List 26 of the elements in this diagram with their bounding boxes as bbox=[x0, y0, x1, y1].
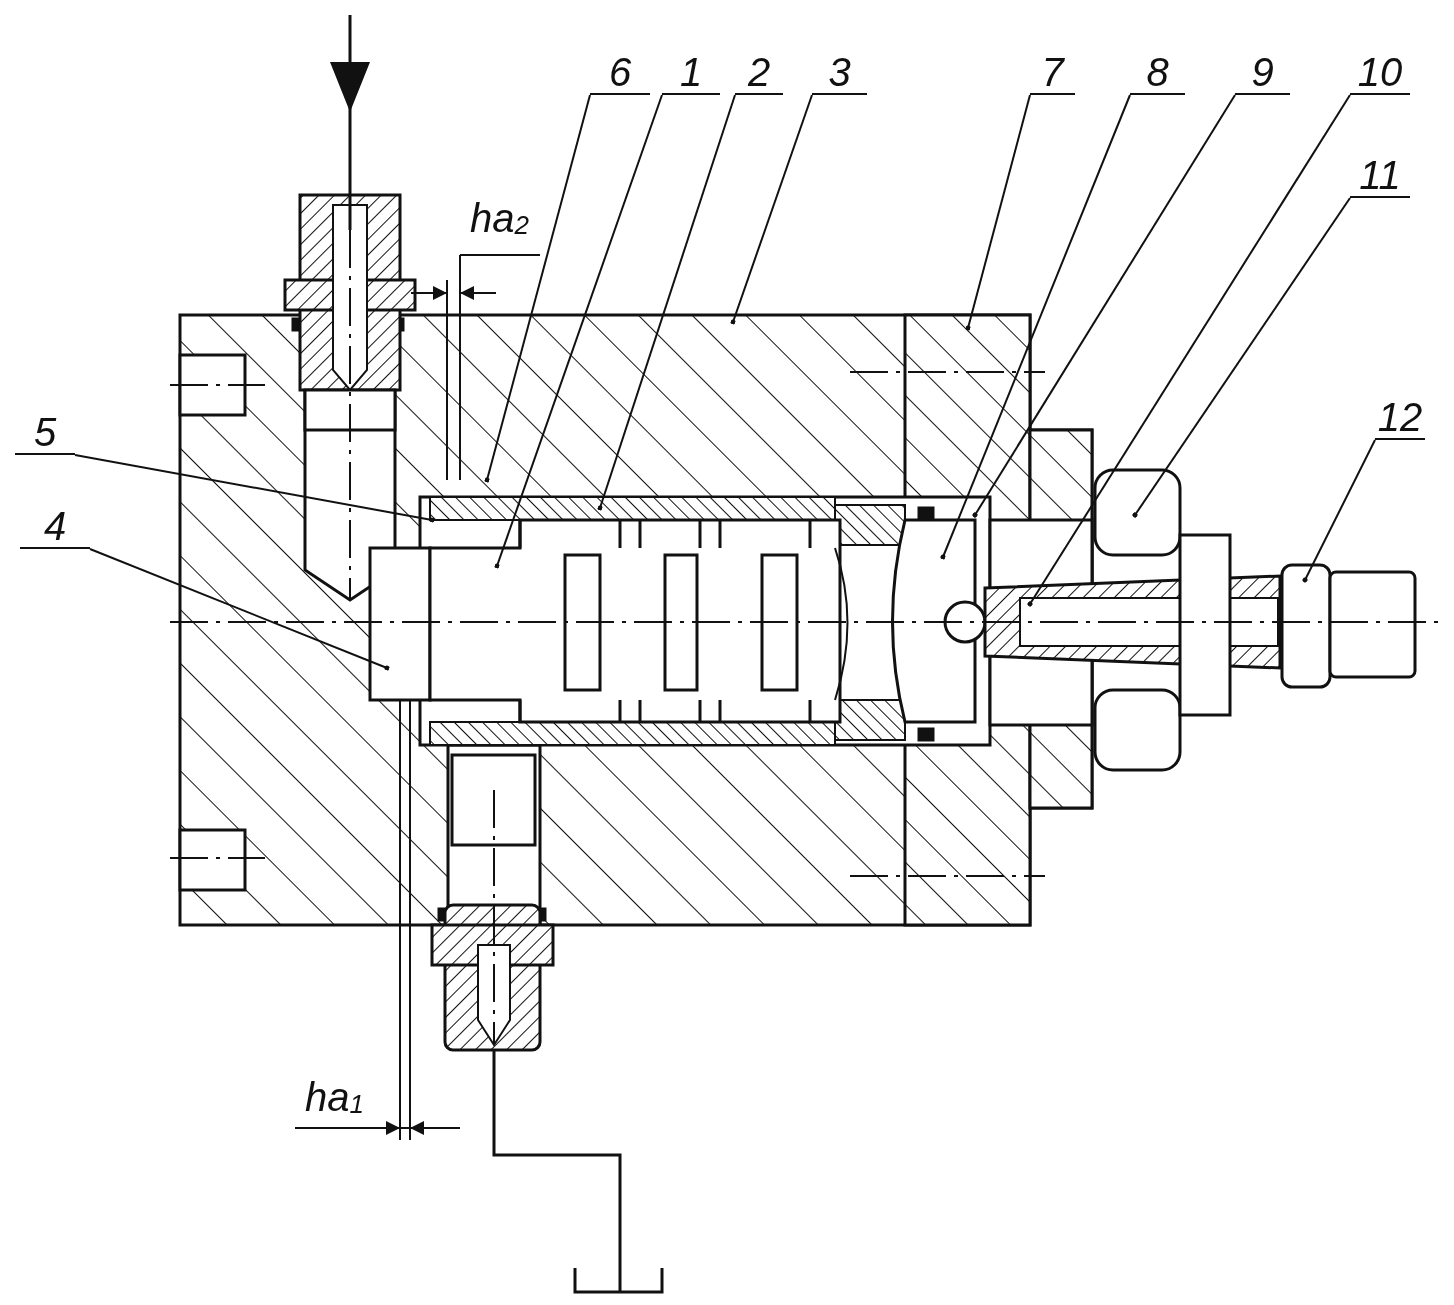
leader-line bbox=[597, 94, 736, 511]
leader-line bbox=[484, 94, 591, 483]
dimension-label: ha$_{1}$ bbox=[305, 1075, 364, 1121]
callout-number: 12 bbox=[1375, 396, 1425, 440]
leader-line bbox=[730, 94, 813, 325]
leader-line bbox=[972, 94, 1236, 518]
leader-line bbox=[1302, 439, 1376, 583]
leader-line bbox=[494, 94, 663, 569]
callout-number: 9 bbox=[1235, 51, 1290, 95]
callout-number: 1 bbox=[662, 51, 720, 95]
leader-line bbox=[940, 94, 1131, 560]
callout-number: 8 bbox=[1130, 51, 1185, 95]
leader-line bbox=[89, 548, 390, 671]
leader-line bbox=[74, 454, 435, 523]
callout-number: 6 bbox=[590, 51, 650, 95]
callout-number: 10 bbox=[1350, 51, 1410, 95]
dimension-label: ha$_{2}$ bbox=[470, 196, 529, 242]
callout-number: 4 bbox=[20, 505, 90, 549]
callout-number: 5 bbox=[15, 411, 75, 455]
callout-number: 2 bbox=[735, 51, 783, 95]
leader-line bbox=[1132, 197, 1351, 518]
callout-number: 7 bbox=[1030, 51, 1075, 95]
leader-line bbox=[1027, 94, 1351, 607]
callout-number: 11 bbox=[1350, 154, 1410, 198]
callout-number: 3 bbox=[812, 51, 867, 95]
leader-line bbox=[965, 94, 1031, 331]
